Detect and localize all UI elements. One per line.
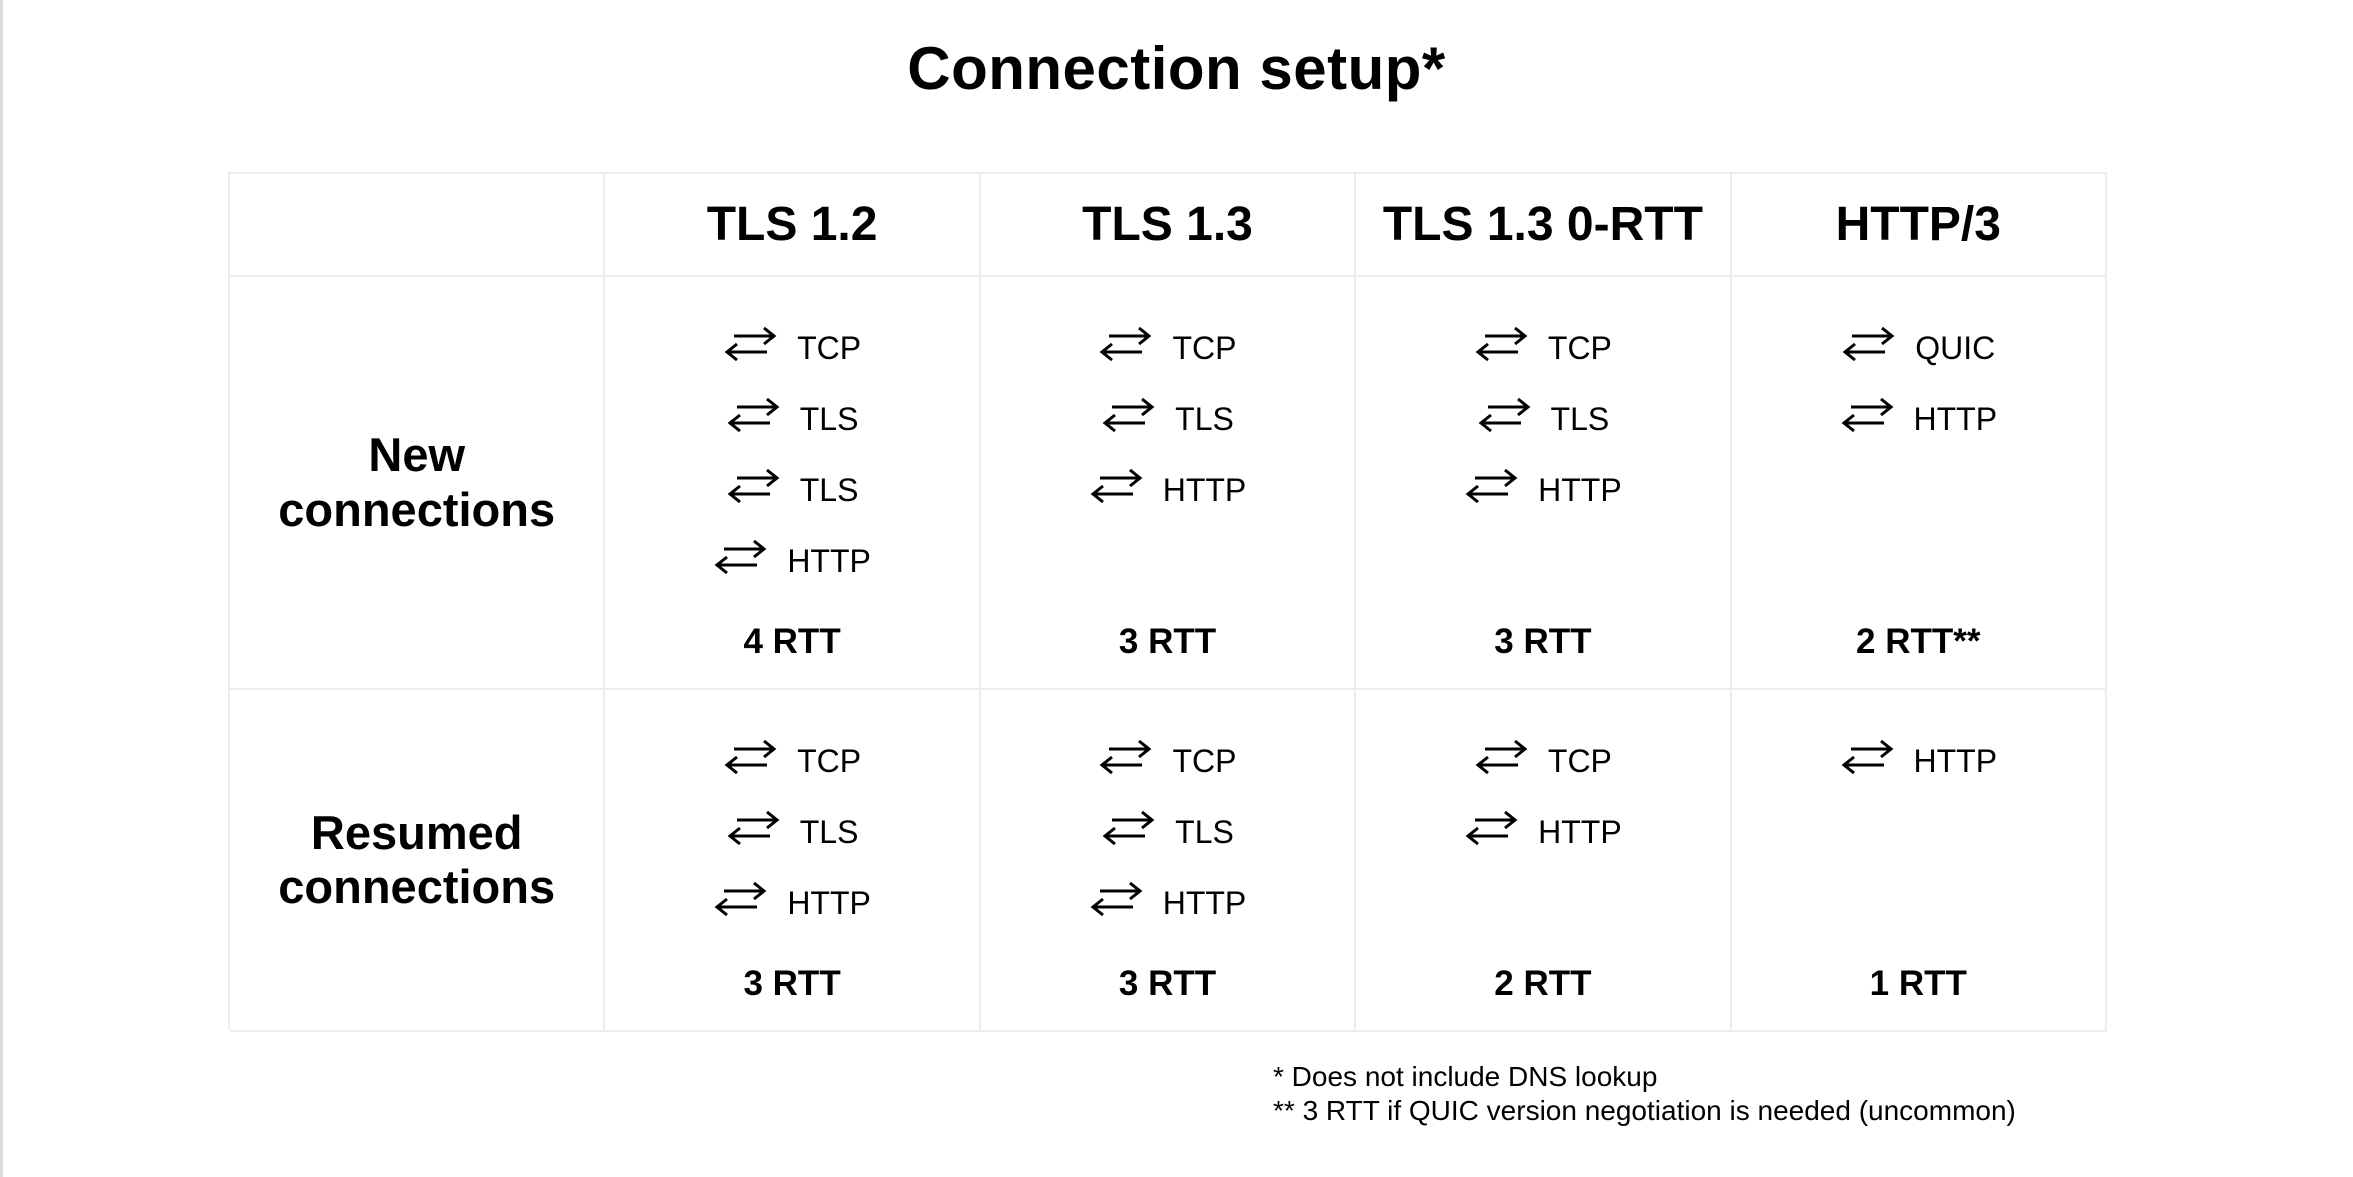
protocol-label: TCP	[797, 330, 862, 366]
round-trip-step: TCP	[723, 324, 861, 364]
round-trip-arrows-icon	[715, 882, 766, 916]
rtt-count: 1 RTT	[1869, 963, 1967, 1003]
round-trip-arrows-icon	[1100, 740, 1151, 774]
protocol-label: TCP	[1172, 743, 1237, 779]
round-trip-arrows-icon	[1103, 811, 1154, 845]
cell-new-tls12: TCP TLS TLS HTTP 4 RTT	[605, 277, 981, 690]
row-label-resumed-connections: Resumed connections	[230, 690, 606, 1032]
rtt-count: 4 RTT	[743, 621, 841, 661]
column-header-tls12: TLS 1.2	[605, 174, 981, 277]
round-trip-arrows-icon	[715, 540, 766, 574]
cell-resumed-http3: HTTP 1 RTT	[1731, 690, 2107, 1032]
protocol-label: TCP	[797, 743, 862, 779]
protocol-label: TLS	[799, 401, 859, 437]
round-trip-arrows-icon	[1843, 327, 1894, 361]
protocol-label: QUIC	[1915, 330, 1996, 366]
rtt-count: 3 RTT	[1494, 621, 1592, 661]
protocol-label: TLS	[1175, 814, 1234, 850]
round-trip-step: HTTP	[713, 879, 871, 919]
protocol-label: HTTP	[1162, 885, 1247, 921]
round-trip-step: TLS	[1101, 808, 1234, 848]
round-trip-step: QUIC	[1841, 324, 1995, 364]
cell-new-http3: QUIC HTTP 2 RTT**	[1731, 277, 2107, 690]
round-trip-step: TLS	[726, 808, 859, 850]
protocol-label: TLS	[1550, 401, 1610, 437]
round-trip-arrows-icon	[1466, 811, 1517, 845]
footnote-dns: * Does not include DNS lookup	[1273, 1061, 1658, 1092]
connection-setup-table: TLS 1.2 TLS 1.3 TLS 1.3 0-RTT HTTP/3 New…	[228, 172, 2107, 1032]
corner-cell	[230, 174, 606, 277]
footnotes: * Does not include DNS lookup ** 3 RTT i…	[1273, 1060, 2016, 1128]
row-label-new-connections: New connections	[230, 277, 606, 690]
round-trip-arrows-icon	[1842, 398, 1893, 432]
page-edge-line	[0, 0, 3, 1177]
column-header-tls13: TLS 1.3	[980, 174, 1357, 277]
round-trip-step: HTTP	[1464, 466, 1622, 506]
round-trip-step: TCP	[1098, 737, 1236, 777]
cell-new-tls13-0rtt: TCP TLS HTTP 3 RTT	[1356, 277, 1732, 690]
protocol-label: TCP	[1547, 743, 1612, 779]
protocol-label: TCP	[1172, 330, 1237, 366]
round-trip-arrows-icon	[1103, 398, 1154, 432]
rtt-count: 3 RTT	[743, 963, 841, 1003]
column-header-tls13-0rtt: TLS 1.3 0-RTT	[1356, 174, 1732, 277]
round-trip-step: TLS	[726, 466, 859, 508]
protocol-label: HTTP	[1538, 472, 1622, 508]
round-trip-arrows-icon	[728, 398, 779, 432]
round-trip-arrows-icon	[1091, 882, 1142, 916]
round-trip-arrows-icon	[1479, 398, 1530, 432]
cell-resumed-tls12: TCP TLS HTTP 3 RTT	[605, 690, 981, 1032]
protocol-label: TLS	[1175, 401, 1234, 437]
rtt-count: 3 RTT	[1118, 621, 1217, 661]
round-trip-step: TLS	[726, 395, 859, 437]
round-trip-step: HTTP	[1840, 737, 1998, 779]
page-title: Connection setup*	[907, 35, 1446, 102]
round-trip-step: HTTP	[1464, 808, 1622, 848]
rtt-count: 3 RTT	[1118, 963, 1217, 1003]
round-trip-arrows-icon	[1842, 740, 1893, 774]
round-trip-step: TLS	[1101, 395, 1234, 435]
round-trip-arrows-icon	[728, 811, 779, 845]
round-trip-arrows-icon	[1476, 327, 1527, 361]
rtt-count: 2 RTT	[1494, 963, 1592, 1003]
cell-resumed-tls13-0rtt: TCP HTTP 2 RTT	[1356, 690, 1732, 1032]
cell-new-tls13: TCP TLS HTTP 3 RTT	[980, 277, 1357, 690]
footnote-quic-negotiation: ** 3 RTT if QUIC version negotiation is …	[1273, 1095, 2016, 1126]
round-trip-step: TCP	[723, 737, 861, 777]
round-trip-arrows-icon	[725, 740, 776, 774]
round-trip-step: HTTP	[713, 537, 871, 577]
protocol-label: HTTP	[1913, 743, 1998, 779]
protocol-label: HTTP	[787, 885, 871, 921]
protocol-label: TCP	[1547, 330, 1612, 366]
protocol-label: TLS	[799, 814, 859, 850]
cell-resumed-tls13: TCP TLS HTTP 3 RTT	[980, 690, 1357, 1032]
round-trip-arrows-icon	[1476, 740, 1527, 774]
round-trip-arrows-icon	[1466, 469, 1517, 503]
round-trip-arrows-icon	[725, 327, 776, 361]
rtt-count: 2 RTT**	[1856, 621, 1981, 661]
round-trip-step: HTTP	[1840, 395, 1998, 437]
round-trip-step: HTTP	[1089, 879, 1247, 921]
protocol-label: HTTP	[1538, 814, 1622, 850]
protocol-label: HTTP	[1913, 401, 1998, 437]
round-trip-step: TLS	[1477, 395, 1610, 437]
round-trip-arrows-icon	[1100, 327, 1151, 361]
protocol-label: HTTP	[787, 543, 871, 579]
round-trip-step: TCP	[1474, 737, 1612, 777]
round-trip-step: HTTP	[1089, 466, 1247, 508]
round-trip-arrows-icon	[1091, 469, 1142, 503]
round-trip-arrows-icon	[728, 469, 779, 503]
column-header-http3: HTTP/3	[1731, 174, 2107, 277]
protocol-label: HTTP	[1162, 472, 1247, 508]
protocol-label: TLS	[799, 472, 859, 508]
round-trip-step: TCP	[1474, 324, 1612, 364]
round-trip-step: TCP	[1098, 324, 1236, 364]
